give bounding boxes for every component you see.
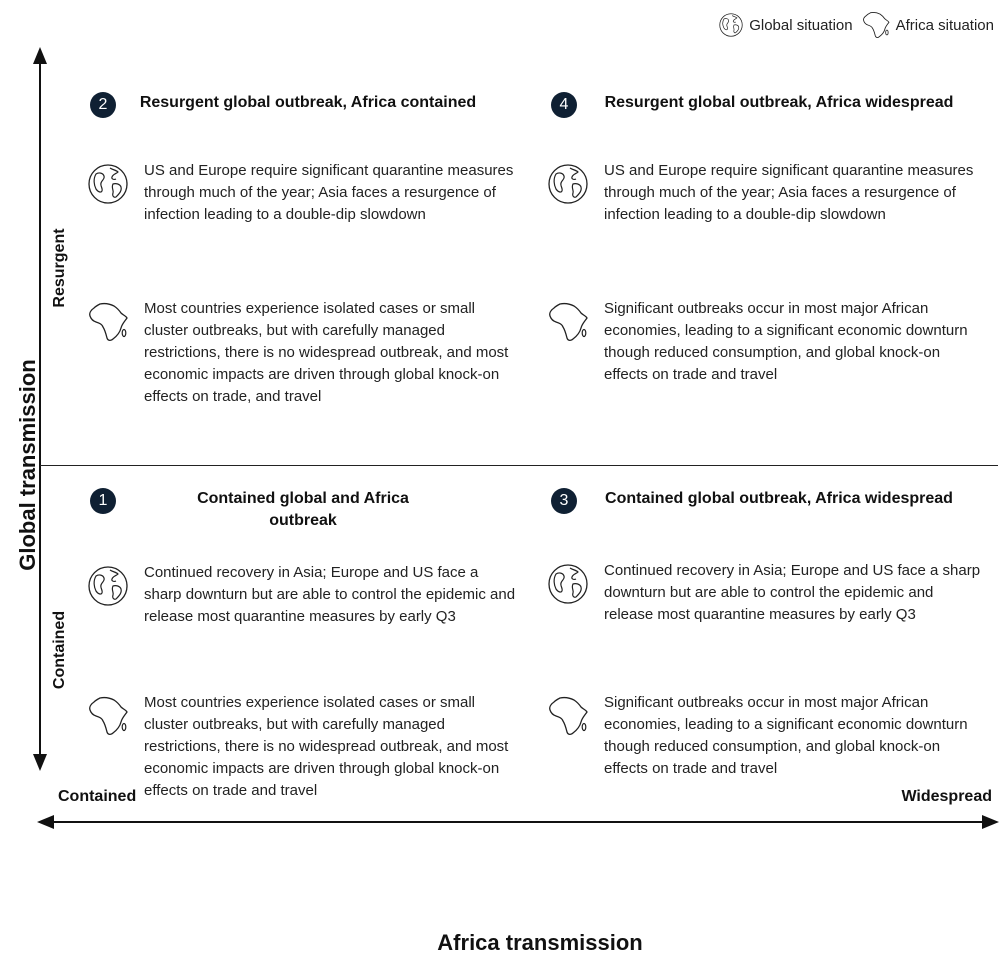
africa-map-icon — [86, 300, 130, 344]
legend: Global situation Africa situation — [718, 10, 994, 40]
quadrant-divider — [40, 465, 998, 466]
global-situation-text: US and Europe require significant quaran… — [144, 162, 514, 223]
quadrant-title: Contained global and Africa outbreak — [197, 490, 409, 529]
africa-situation-text: Most countries experience isolated cases… — [144, 694, 509, 799]
quadrant-number-badge: 1 — [90, 488, 116, 514]
quadrant-title: Contained global outbreak, Africa widesp… — [605, 490, 953, 507]
quadrant-2-global: US and Europe require significant quaran… — [86, 160, 516, 226]
africa-situation-text: Most countries experience isolated cases… — [144, 300, 509, 405]
quadrant-number-badge: 3 — [551, 488, 577, 514]
globe-icon — [546, 562, 590, 606]
quadrant-3-africa: Significant outbreaks occur in most majo… — [546, 692, 986, 780]
quadrant-4-global: US and Europe require significant quaran… — [546, 160, 986, 226]
quadrant-title: Resurgent global outbreak, Africa widesp… — [604, 94, 954, 111]
globe-icon — [86, 162, 130, 206]
y-axis-arrow-top — [33, 47, 47, 64]
quadrant-number-badge: 2 — [90, 92, 116, 118]
globe-icon — [546, 162, 590, 206]
x-axis-right-label: Widespread — [901, 788, 992, 805]
quadrant-3-header: 3 Contained global outbreak, Africa wide… — [551, 488, 981, 514]
quadrant-title: Resurgent global outbreak, Africa contai… — [139, 94, 477, 111]
x-axis-left-label: Contained — [58, 788, 137, 805]
quadrant-number-badge: 4 — [551, 92, 577, 118]
quadrant-1-header: 1 Contained global and Africa outbreak — [90, 488, 510, 532]
quadrant-2-header: 2 Resurgent global outbreak, Africa cont… — [90, 92, 510, 118]
africa-map-icon — [86, 694, 130, 738]
quadrant-3-global: Continued recovery in Asia; Europe and U… — [546, 560, 986, 626]
quadrant-1-africa: Most countries experience isolated cases… — [86, 692, 516, 802]
quadrant-4-africa: Significant outbreaks occur in most majo… — [546, 298, 986, 386]
y-axis-bottom-label: Contained — [51, 610, 68, 690]
y-axis-title: Global transmission — [15, 359, 40, 571]
legend-africa-label: Africa situation — [895, 16, 994, 34]
legend-global-label: Global situation — [749, 16, 853, 34]
quadrant-2-africa: Most countries experience isolated cases… — [86, 298, 516, 408]
legend-africa: Africa situation — [861, 10, 994, 40]
africa-map-icon — [546, 694, 590, 738]
global-situation-text: Continued recovery in Asia; Europe and U… — [604, 562, 981, 623]
global-situation-text: US and Europe require significant quaran… — [604, 162, 974, 223]
quadrant-4-header: 4 Resurgent global outbreak, Africa wide… — [551, 92, 981, 118]
y-axis-arrow-bottom — [33, 754, 47, 771]
africa-map-icon — [546, 300, 590, 344]
x-axis-title: Africa transmission — [437, 930, 643, 955]
legend-global: Global situation — [718, 12, 853, 38]
africa-situation-text: Significant outbreaks occur in most majo… — [604, 300, 968, 383]
quadrant-1-global: Continued recovery in Asia; Europe and U… — [86, 562, 516, 628]
africa-situation-text: Significant outbreaks occur in most majo… — [604, 694, 968, 777]
global-situation-text: Continued recovery in Asia; Europe and U… — [144, 564, 516, 625]
y-axis-top-label: Resurgent — [51, 228, 68, 308]
globe-icon — [86, 564, 130, 608]
x-axis-arrow-right — [982, 815, 999, 829]
x-axis-arrow-left — [37, 815, 54, 829]
